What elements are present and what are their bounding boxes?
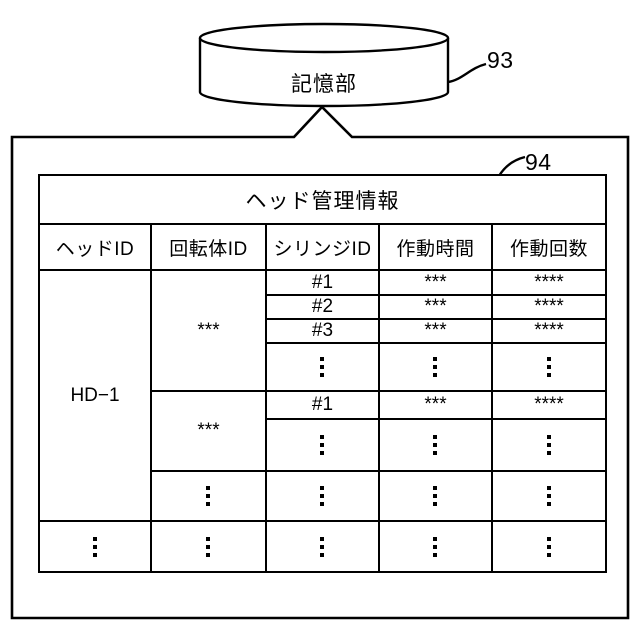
cell-syringe-id-ellipsis xyxy=(265,520,380,573)
reference-numeral-94: 94 xyxy=(525,149,552,175)
table-row xyxy=(39,470,608,522)
cell-syringe-id-ellipsis xyxy=(265,470,380,522)
cell-operating-count-ellipsis xyxy=(490,418,608,472)
cell-operating-time-ellipsis xyxy=(378,342,493,392)
leader-line-93 xyxy=(447,62,487,84)
leader-line-94 xyxy=(497,155,526,177)
cell-operating-count: **** xyxy=(490,269,608,296)
cell-rotor-id-ellipsis xyxy=(150,470,267,522)
table-header-row: ヘッドID 回転体ID シリンジID 作動時間 作動回数 xyxy=(38,223,608,271)
table-title-row: ヘッド管理情報 xyxy=(37,174,608,225)
table-row: #2 *** **** xyxy=(39,294,608,320)
cell-operating-count-ellipsis xyxy=(490,470,608,522)
column-header-operating-count: 作動回数 xyxy=(490,223,608,271)
cell-operating-time-ellipsis xyxy=(378,520,493,573)
head-management-table: ヘッド管理情報 ヘッドID 回転体ID シリンジID 作動時間 作動回数 HD−… xyxy=(37,174,608,573)
cell-operating-time: *** xyxy=(378,318,493,344)
cell-operating-time: *** xyxy=(378,294,493,320)
cell-operating-count: **** xyxy=(490,318,608,344)
database-cylinder-icon xyxy=(198,22,450,108)
table-row: HD−1 *** #1 *** **** xyxy=(38,269,608,522)
cell-operating-count-ellipsis xyxy=(490,520,608,573)
cell-operating-count: **** xyxy=(490,294,608,320)
table-row: *** #1 *** **** xyxy=(39,390,608,472)
reference-numeral-93: 93 xyxy=(487,47,514,73)
cell-syringe-id: #2 xyxy=(265,294,380,320)
cell-syringe-id-ellipsis xyxy=(265,418,380,472)
cell-syringe-id: #1 xyxy=(265,390,380,420)
container-box xyxy=(10,105,630,620)
cell-syringe-id-ellipsis xyxy=(265,342,380,392)
table-row xyxy=(39,342,608,392)
table-row xyxy=(38,520,608,573)
cell-rotor-id-group-2: *** xyxy=(150,390,267,472)
table-row: #3 *** **** xyxy=(39,318,608,344)
table-row xyxy=(39,418,608,472)
column-header-head-id: ヘッドID xyxy=(38,223,152,271)
cell-head-id-ellipsis xyxy=(38,520,152,573)
cell-syringe-id: #1 xyxy=(265,269,380,296)
cell-operating-count: **** xyxy=(490,390,608,420)
column-header-rotor-id: 回転体ID xyxy=(150,223,267,271)
storage-unit-cylinder: 記憶部 xyxy=(198,22,450,108)
cell-operating-time: *** xyxy=(378,390,493,420)
column-header-operating-time: 作動時間 xyxy=(378,223,493,271)
cell-rotor-id-group-1: *** xyxy=(150,269,267,392)
table-title: ヘッド管理情報 xyxy=(37,174,608,225)
storage-unit-label: 記憶部 xyxy=(291,73,357,96)
cell-head-id: HD−1 xyxy=(38,269,152,522)
cell-operating-time-ellipsis xyxy=(378,470,493,522)
cell-operating-time-ellipsis xyxy=(378,418,493,472)
cell-rotor-id-ellipsis xyxy=(150,520,267,573)
cell-syringe-id: #3 xyxy=(265,318,380,344)
cell-operating-count-ellipsis xyxy=(490,342,608,392)
column-header-syringe-id: シリンジID xyxy=(265,223,380,271)
cell-operating-time: *** xyxy=(378,269,493,296)
